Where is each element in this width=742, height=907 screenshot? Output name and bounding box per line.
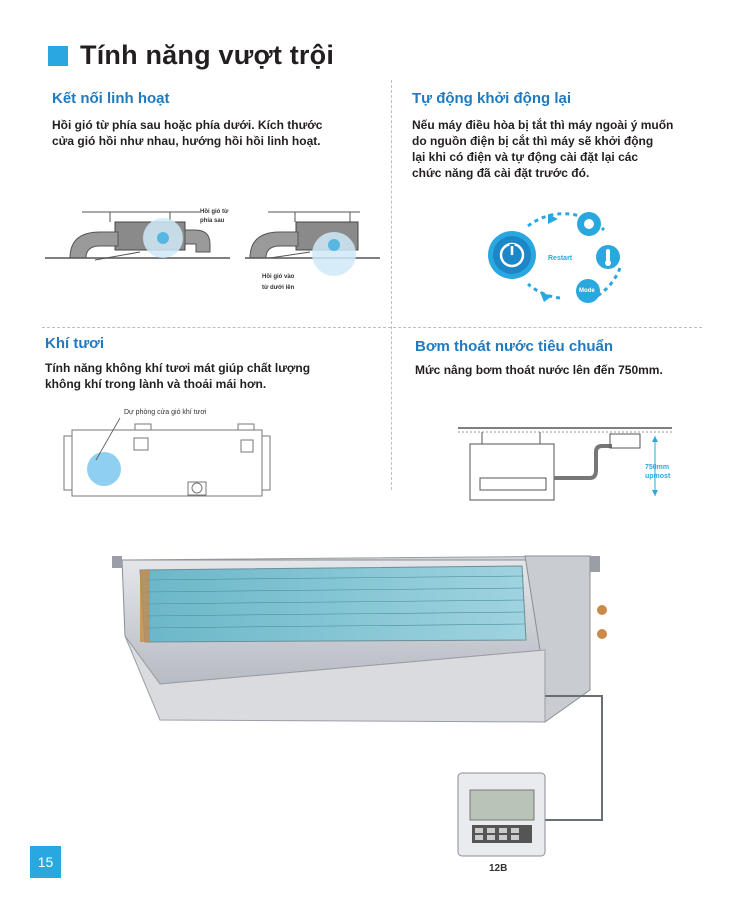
feature-text-flexible-1: Hồi gió từ phía sau hoặc phía dưới. Kích… xyxy=(52,118,323,132)
feature-heading-flexible: Kết nối linh hoạt xyxy=(52,90,170,107)
feature-text-flexible-2: cửa gió hồi như nhau, hướng hồi hồi linh… xyxy=(52,134,321,148)
feature-heading-drain-pump: Bơm thoát nước tiêu chuẩn xyxy=(415,338,614,355)
page-number-badge: 15 xyxy=(30,846,61,878)
label-rear-return-2: phía sau xyxy=(200,218,225,224)
mode-label: Mode xyxy=(579,288,595,294)
page-number: 15 xyxy=(37,854,54,870)
horizontal-divider xyxy=(42,327,702,328)
title-square-icon xyxy=(48,45,68,66)
feature-text-auto-restart-1: Nếu máy điều hòa bị tắt thì máy ngoài ý … xyxy=(412,118,674,132)
feature-text-auto-restart-2: do nguồn điện bị cắt thì máy sẽ khởi độn… xyxy=(412,134,654,148)
feature-text-fresh-air-2: không khí trong lành và thoải mái hơn. xyxy=(45,377,267,391)
feature-heading-auto-restart: Tự động khởi động lại xyxy=(412,90,572,107)
feature-text-drain-pump-1: Mức nâng bơm thoát nước lên đến 750mm. xyxy=(415,363,663,377)
feature-heading-fresh-air: Khí tươi xyxy=(45,335,105,352)
feature-text-fresh-air-1: Tính năng không khí tươi mát giúp chất l… xyxy=(45,361,311,375)
feature-text-auto-restart-3: lại khi có điện và tự động cài đặt lại c… xyxy=(412,150,639,164)
fresh-air-reserve-label: Dự phòng cửa gió khí tươi xyxy=(124,409,207,416)
page-title: Tính năng vượt trội xyxy=(80,40,335,70)
label-bottom-return-1: Hồi gió vào xyxy=(262,274,295,280)
page-title-block: Tính năng vượt trội xyxy=(48,40,334,71)
feature-text-auto-restart-4: chức năng đã cài đặt trước đó. xyxy=(412,166,590,180)
vertical-divider xyxy=(391,80,392,490)
restart-label: Restart xyxy=(548,255,573,262)
controller-model-label: 12B xyxy=(489,863,508,874)
drain-height-label-2: upmost xyxy=(645,473,671,480)
drain-height-label-1: 750mm xyxy=(645,464,670,471)
label-bottom-return-2: từ dưới lên xyxy=(262,285,295,291)
label-rear-return-1: Hồi gió từ xyxy=(200,209,229,215)
